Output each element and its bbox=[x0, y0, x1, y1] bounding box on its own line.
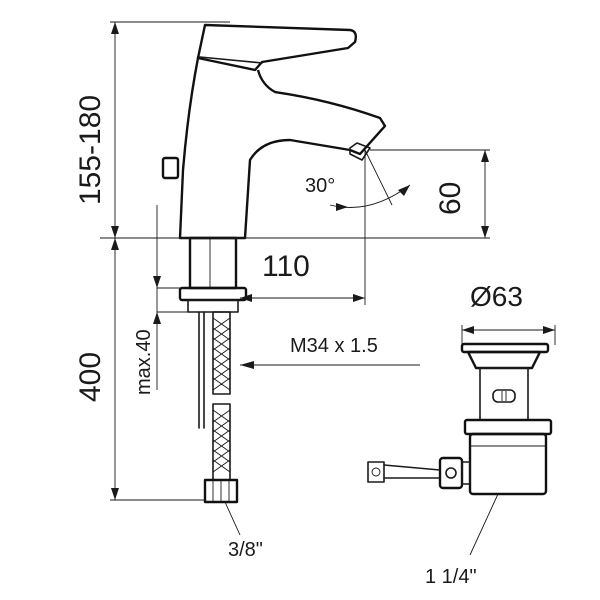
dimension-lines bbox=[100, 21, 556, 556]
max-depth-label: max.40 bbox=[133, 329, 155, 395]
waste-drain bbox=[367, 342, 553, 496]
height-range-label: 155-180 bbox=[74, 95, 107, 205]
waste-connection-label: 1 1/4" bbox=[425, 566, 477, 588]
thread-label: M34 x 1.5 bbox=[290, 335, 378, 357]
spout-reach-label: 110 bbox=[262, 250, 310, 283]
angle-label: 30° bbox=[305, 175, 335, 197]
arrowheads bbox=[111, 22, 555, 500]
hose-connection-label: 3/8" bbox=[228, 539, 263, 561]
spout-height-label: 60 bbox=[434, 182, 467, 215]
faucet-body bbox=[161, 23, 387, 504]
total-length-label: 400 bbox=[74, 352, 107, 402]
waste-diameter-label: Ø63 bbox=[470, 281, 523, 312]
